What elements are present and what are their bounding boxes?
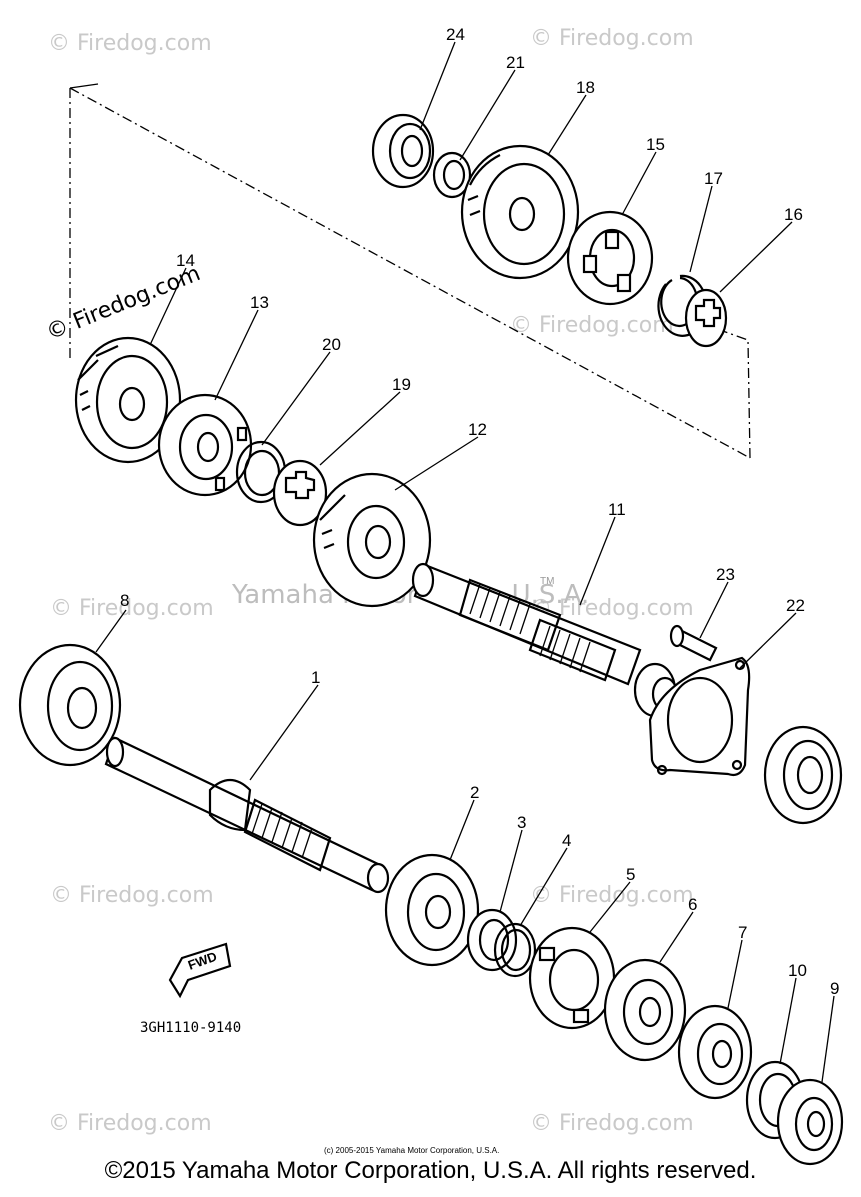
callout-14: 14 xyxy=(176,251,195,270)
gear-2 xyxy=(384,853,480,967)
leader-lines xyxy=(95,41,835,1083)
callout-10: 10 xyxy=(788,961,807,980)
watermark: © Firedog.com xyxy=(50,883,214,908)
callout-23: 23 xyxy=(716,565,735,584)
gear-7 xyxy=(677,1004,753,1100)
washer-16 xyxy=(684,288,728,348)
callout-17: 17 xyxy=(704,169,723,188)
callout-2: 2 xyxy=(470,783,479,802)
callout-6: 6 xyxy=(688,895,697,914)
bearing-right xyxy=(763,725,843,825)
watermark: © Firedog.com xyxy=(48,1111,212,1136)
plate-22 xyxy=(648,656,751,777)
callout-9: 9 xyxy=(830,979,839,998)
gear-13 xyxy=(157,393,253,497)
callout-1: 1 xyxy=(311,668,320,687)
callout-19: 19 xyxy=(392,375,411,394)
copyright-footer: ©2015 Yamaha Motor Corporation, U.S.A. A… xyxy=(104,1157,757,1184)
callout-13: 13 xyxy=(250,293,269,312)
callout-4: 4 xyxy=(562,831,571,850)
callouts: 1 2 3 4 5 6 7 8 9 10 11 12 13 14 15 16 1… xyxy=(120,25,839,998)
callout-22: 22 xyxy=(786,596,805,615)
callout-12: 12 xyxy=(468,420,487,439)
callout-3: 3 xyxy=(517,813,526,832)
callout-24: 24 xyxy=(446,25,465,44)
callout-5: 5 xyxy=(626,865,635,884)
gear-6 xyxy=(603,958,687,1062)
washer-19 xyxy=(272,459,328,527)
callout-20: 20 xyxy=(322,335,341,354)
fwd-arrow: FWD xyxy=(168,942,232,999)
bearing-9 xyxy=(776,1078,844,1166)
circlip-4 xyxy=(493,922,537,978)
callout-18: 18 xyxy=(576,78,595,97)
gear-12 xyxy=(312,472,432,608)
callout-15: 15 xyxy=(646,135,665,154)
small-copyright: (c) 2005-2015 Yamaha Motor Corporation, … xyxy=(324,1146,499,1155)
watermark-dark: © Firedog.com xyxy=(43,261,204,345)
washer-21 xyxy=(432,151,472,199)
gear-15 xyxy=(566,210,654,306)
group-bracket xyxy=(69,83,751,459)
callout-16: 16 xyxy=(784,205,803,224)
callout-8: 8 xyxy=(120,591,129,610)
gear-14 xyxy=(74,336,182,464)
watermark: © Firedog.com xyxy=(50,596,214,621)
washer-3 xyxy=(466,908,518,972)
gear-18 xyxy=(460,144,580,280)
bearing-24 xyxy=(371,113,435,189)
watermark: © Firedog.com xyxy=(530,1111,694,1136)
watermark: © Firedog.com xyxy=(530,26,694,51)
gear-5 xyxy=(528,926,616,1030)
callout-11: 11 xyxy=(608,500,626,519)
part-code: 3GH1110-9140 xyxy=(140,1020,241,1036)
callout-7: 7 xyxy=(738,923,747,942)
watermark: © Firedog.com xyxy=(510,313,674,338)
watermark: © Firedog.com xyxy=(48,31,212,56)
bearing-8 xyxy=(18,643,122,767)
screw-23 xyxy=(669,624,718,662)
callout-21: 21 xyxy=(506,53,525,72)
trademark-mark: TM xyxy=(540,576,554,587)
shaft-1 xyxy=(104,736,390,894)
